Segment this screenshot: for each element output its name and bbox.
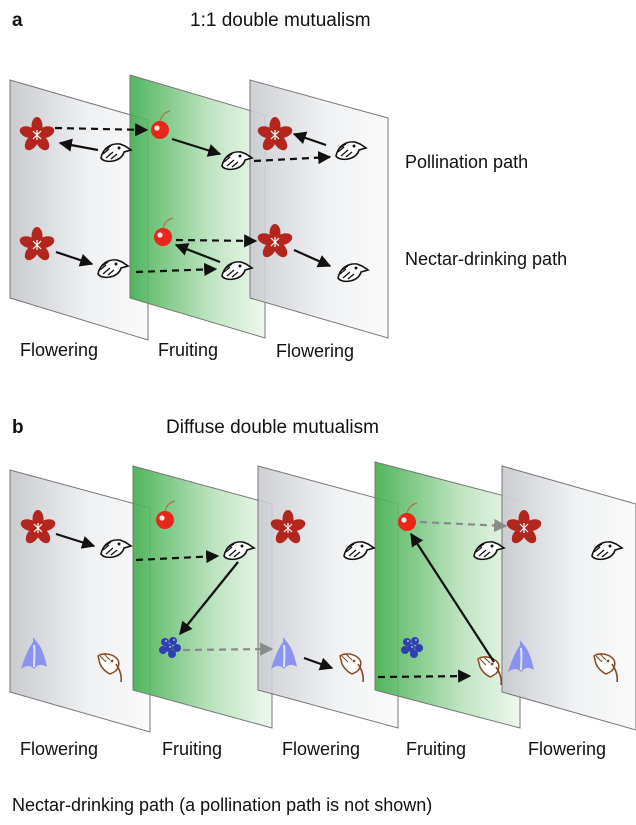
- panel-a-plane-label-flowering-1: Flowering: [20, 340, 99, 360]
- arrow-fruit-to-flower: [175, 234, 258, 248]
- arrow-bellflower-to-finch: [303, 656, 334, 671]
- panel-b-plane-label-flowering-1: Flowering: [20, 739, 99, 759]
- panel-b-fruiting-plane-2: [374, 461, 521, 729]
- arrow-flower-to-fruit: [54, 123, 149, 137]
- arrow-bird-to-berries: [179, 561, 239, 636]
- arrow-finch-to-finch: [377, 669, 472, 683]
- panel-a-flowering-plane-2: [249, 79, 389, 339]
- panel-b-plane-label-fruiting-2: Fruiting: [406, 739, 467, 759]
- arrow-fruit-to-flower: [419, 518, 508, 533]
- arrow-flower-to-bird-2: [293, 248, 332, 268]
- arrow-bird-to-bird: [253, 151, 332, 165]
- panel-a-flowering-plane-1: [9, 79, 149, 341]
- nectar-drinking-path-label: Nectar-drinking path: [405, 249, 568, 269]
- arrow-flower-to-bird: [55, 250, 94, 267]
- arrow-bird-to-bird-lower: [135, 262, 218, 277]
- panel-a-plane-label-flowering-2: Flowering: [276, 341, 355, 361]
- panel-b-letter: b: [12, 417, 24, 438]
- panel-a-diagram: [9, 74, 389, 341]
- arrow-berries-to-bellflower: [182, 642, 274, 656]
- panel-b-plane-label-fruiting-1: Fruiting: [162, 739, 223, 759]
- panel-a-letter: a: [12, 10, 23, 31]
- arrow-finch-to-fruit: [410, 532, 495, 663]
- arrow-fruit-to-bird: [171, 137, 222, 157]
- pollination-path-label: Pollination path: [405, 152, 529, 172]
- panel-b-fruiting-plane-1: [132, 465, 273, 729]
- arrow-bird-to-flower: [58, 138, 99, 152]
- panel-b-flowering-plane-1: [9, 469, 151, 733]
- panel-a-plane-label-fruiting: Fruiting: [158, 340, 219, 360]
- panel-b-caption: Nectar-drinking path (a pollination path…: [12, 795, 433, 815]
- panel-b-flowering-plane-3: [501, 465, 636, 731]
- panel-b-title: Diffuse double mutualism: [166, 417, 379, 438]
- arrow-bird-to-fruit: [174, 243, 221, 264]
- arrow-flower-to-bird: [55, 532, 96, 549]
- panel-b-plane-label-flowering-3: Flowering: [528, 739, 607, 759]
- panel-a-title: 1:1 double mutualism: [190, 10, 371, 31]
- panel-b-diagram: [9, 461, 636, 733]
- arrow-bird-to-flower-2: [292, 131, 327, 147]
- arrow-bird-to-bird: [135, 549, 220, 564]
- panel-b-plane-label-flowering-2: Flowering: [282, 739, 361, 759]
- panel-a-fruiting-plane: [129, 74, 266, 339]
